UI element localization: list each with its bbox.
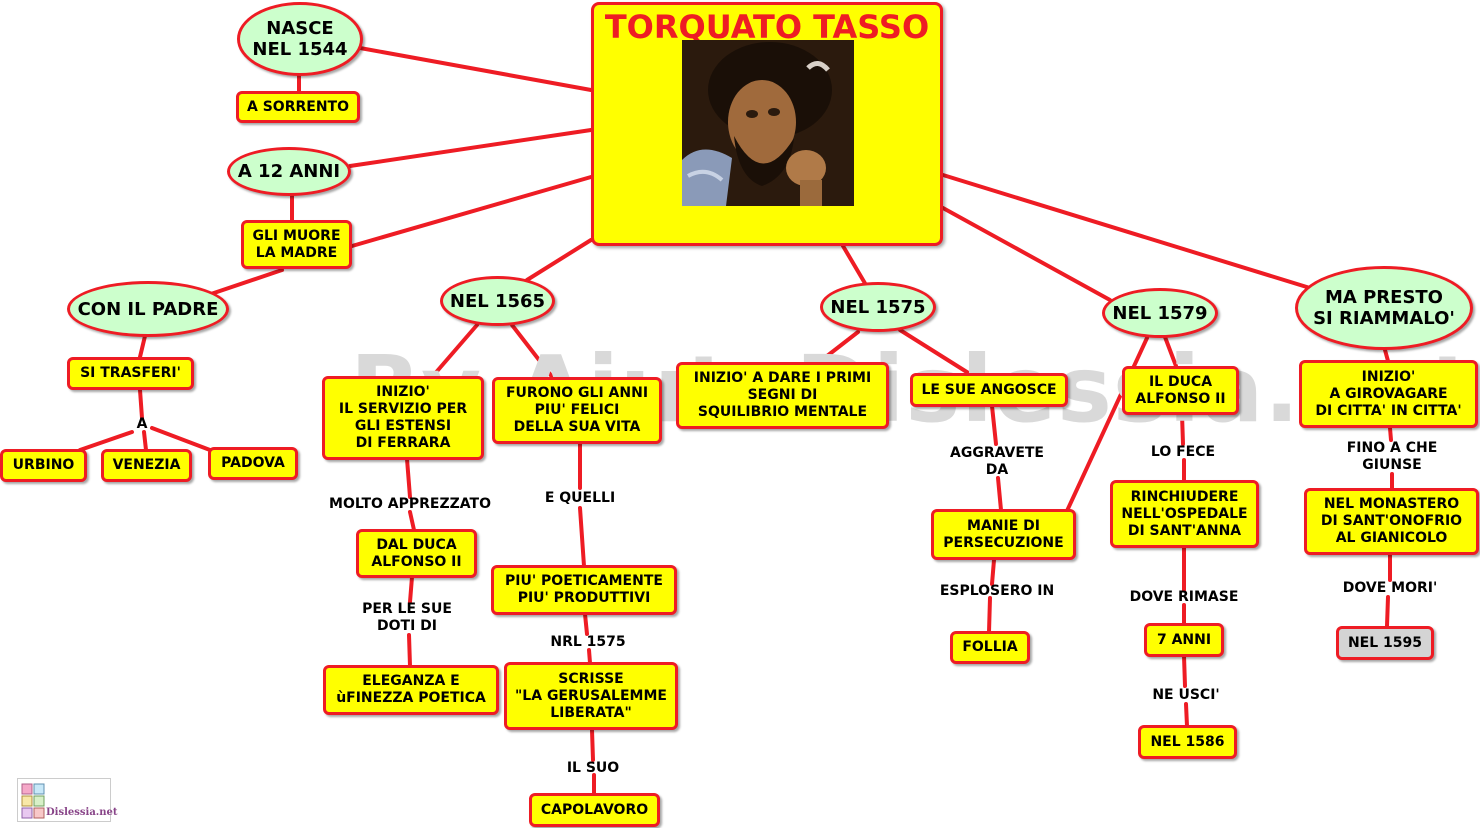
oval-nel-1579: NEL 1579 bbox=[1102, 288, 1218, 338]
box-follia: FOLLIA bbox=[950, 631, 1030, 664]
box-le-sue-angosce: LE SUE ANGOSCE bbox=[910, 373, 1068, 407]
box-eleganza-finezza: ELEGANZA E ùFINEZZA POETICA bbox=[323, 665, 499, 715]
box-girovagare: INIZIO' A GIROVAGARE DI CITTA' IN CITTA' bbox=[1299, 360, 1478, 428]
line-a-padova bbox=[150, 426, 212, 452]
line-a-urbino bbox=[78, 430, 134, 452]
site-logo: Dislessia.net bbox=[17, 778, 118, 822]
label-ne-usci: NE USCI' bbox=[1152, 687, 1220, 703]
line-1565-servizio bbox=[430, 323, 479, 379]
box-nel-1586: NEL 1586 bbox=[1138, 725, 1237, 759]
label-nrl-1575: NRL 1575 bbox=[550, 634, 626, 650]
box-scrisse-gerusalemme: SCRISSE "LA GERUSALEMME LIBERATA" bbox=[504, 662, 678, 730]
line-1565-felici bbox=[510, 323, 555, 380]
box-rinchiudere-sant-anna: RINCHIUDERE NELL'OSPEDALE DI SANT'ANNA bbox=[1110, 480, 1259, 548]
line-center-1575 bbox=[841, 244, 868, 287]
box-manie-persecuzione: MANIE DI PERSECUZIONE bbox=[931, 509, 1076, 560]
oval-nel-1575: NEL 1575 bbox=[820, 282, 936, 332]
label-dove-rimase: DOVE RIMASE bbox=[1129, 589, 1239, 605]
oval-con-il-padre: CON IL PADRE bbox=[67, 281, 229, 337]
box-si-trasferi: SI TRASFERI' bbox=[67, 357, 194, 390]
box-dal-duca-alfonso: DAL DUCA ALFONSO II bbox=[356, 529, 477, 578]
label-aggravate-da: AGGRAVETE DA bbox=[950, 445, 1044, 478]
box-anni-felici: FURONO GLI ANNI PIU' FELICI DELLA SUA VI… bbox=[492, 377, 662, 444]
line-duca1-doti bbox=[408, 575, 414, 604]
label-per-le-sue-doti: PER LE SUE DOTI DI bbox=[362, 601, 452, 634]
oval-nel-1565: NEL 1565 bbox=[440, 276, 555, 326]
label-molto-apprezzato: MOLTO APPREZZATO bbox=[329, 496, 491, 512]
line-duca2-lofece bbox=[1180, 412, 1185, 446]
portrait-image bbox=[682, 40, 854, 206]
box-urbino: URBINO bbox=[0, 449, 87, 482]
line-poetica-nrl bbox=[583, 612, 589, 636]
line-apprezzato-duca1 bbox=[408, 510, 416, 532]
line-7anni-usci bbox=[1182, 654, 1187, 688]
line-nrl-scrisse bbox=[587, 648, 592, 665]
oval-a-12-anni: A 12 ANNI bbox=[227, 147, 351, 196]
box-venezia: VENEZIA bbox=[101, 449, 192, 482]
line-padre-trasferi bbox=[138, 334, 147, 359]
central-node: TORQUATO TASSO bbox=[591, 2, 943, 246]
box-nel-1595: NEL 1595 bbox=[1336, 626, 1434, 660]
oval-ma-presto-si-riammalo: MA PRESTO SI RIAMMALO' bbox=[1295, 266, 1473, 350]
line-1575-angosce bbox=[898, 328, 972, 376]
line-usci-1586 bbox=[1184, 702, 1189, 728]
line-manie-esplosero bbox=[990, 558, 996, 586]
box-gli-muore-la-madre: GLI MUORE LA MADRE bbox=[241, 220, 352, 269]
label-il-suo: IL SUO bbox=[566, 760, 620, 776]
line-center-1579 bbox=[941, 206, 1112, 302]
box-piu-poeticamente: PIU' POETICAMENTE PIU' PRODUTTIVI bbox=[491, 565, 677, 615]
label-esplosero-in: ESPLOSERO IN bbox=[939, 583, 1055, 599]
line-equelli-poetica bbox=[578, 506, 586, 568]
logo-text: Dislessia.net bbox=[46, 807, 118, 818]
box-monastero-sant-onofrio: NEL MONASTERO DI SANT'ONOFRIO AL GIANICO… bbox=[1304, 488, 1479, 555]
line-doti-eleganza bbox=[407, 633, 412, 668]
label-a: A bbox=[136, 416, 148, 432]
line-center-1565 bbox=[525, 238, 593, 282]
line-center-madre bbox=[350, 175, 593, 248]
label-dove-mori: DOVE MORI' bbox=[1342, 580, 1438, 596]
line-1579-duca2 bbox=[1163, 335, 1178, 368]
line-mori-1595 bbox=[1385, 595, 1390, 628]
line-presto-girovagare bbox=[1383, 348, 1390, 363]
box-a-sorrento: A SORRENTO bbox=[236, 91, 360, 123]
central-title: TORQUATO TASSO bbox=[604, 8, 930, 46]
box-padova: PADOVA bbox=[208, 447, 298, 480]
box-7-anni: 7 ANNI bbox=[1144, 623, 1224, 657]
box-il-duca-alfonso: IL DUCA ALFONSO II bbox=[1122, 366, 1239, 415]
line-madre-padre bbox=[203, 268, 284, 298]
line-servizio-apprezzato bbox=[405, 457, 412, 499]
label-fino-a-che-giunse: FINO A CHE GIUNSE bbox=[1346, 440, 1438, 473]
line-esplosero-follia bbox=[987, 596, 992, 634]
blocks-icon bbox=[21, 783, 45, 819]
line-center-a12 bbox=[348, 128, 593, 168]
oval-nasce-1544: NASCE NEL 1544 bbox=[237, 2, 363, 76]
line-girovagare-finoache bbox=[1388, 426, 1393, 442]
label-lo-fece: LO FECE bbox=[1150, 444, 1216, 460]
box-capolavoro: CAPOLAVORO bbox=[529, 793, 660, 827]
line-a-venezia bbox=[142, 430, 148, 452]
line-1575-squilibrio bbox=[816, 330, 860, 365]
line-aggravate-manie bbox=[996, 476, 1003, 512]
label-e-quelli: E QUELLI bbox=[544, 490, 616, 506]
line-scrisse-ilsuo bbox=[590, 728, 595, 762]
line-trasferi-a bbox=[138, 388, 144, 420]
line-center-presto bbox=[941, 173, 1312, 290]
line-center-nasce bbox=[358, 46, 593, 92]
box-inizio-servizio-estensi: INIZIO' IL SERVIZIO PER GLI ESTENSI DI F… bbox=[322, 376, 484, 460]
box-squilibrio-mentale: INIZIO' A DARE I PRIMI SEGNI DI SQUILIBR… bbox=[676, 362, 889, 429]
line-angosce-aggravate bbox=[990, 404, 998, 446]
